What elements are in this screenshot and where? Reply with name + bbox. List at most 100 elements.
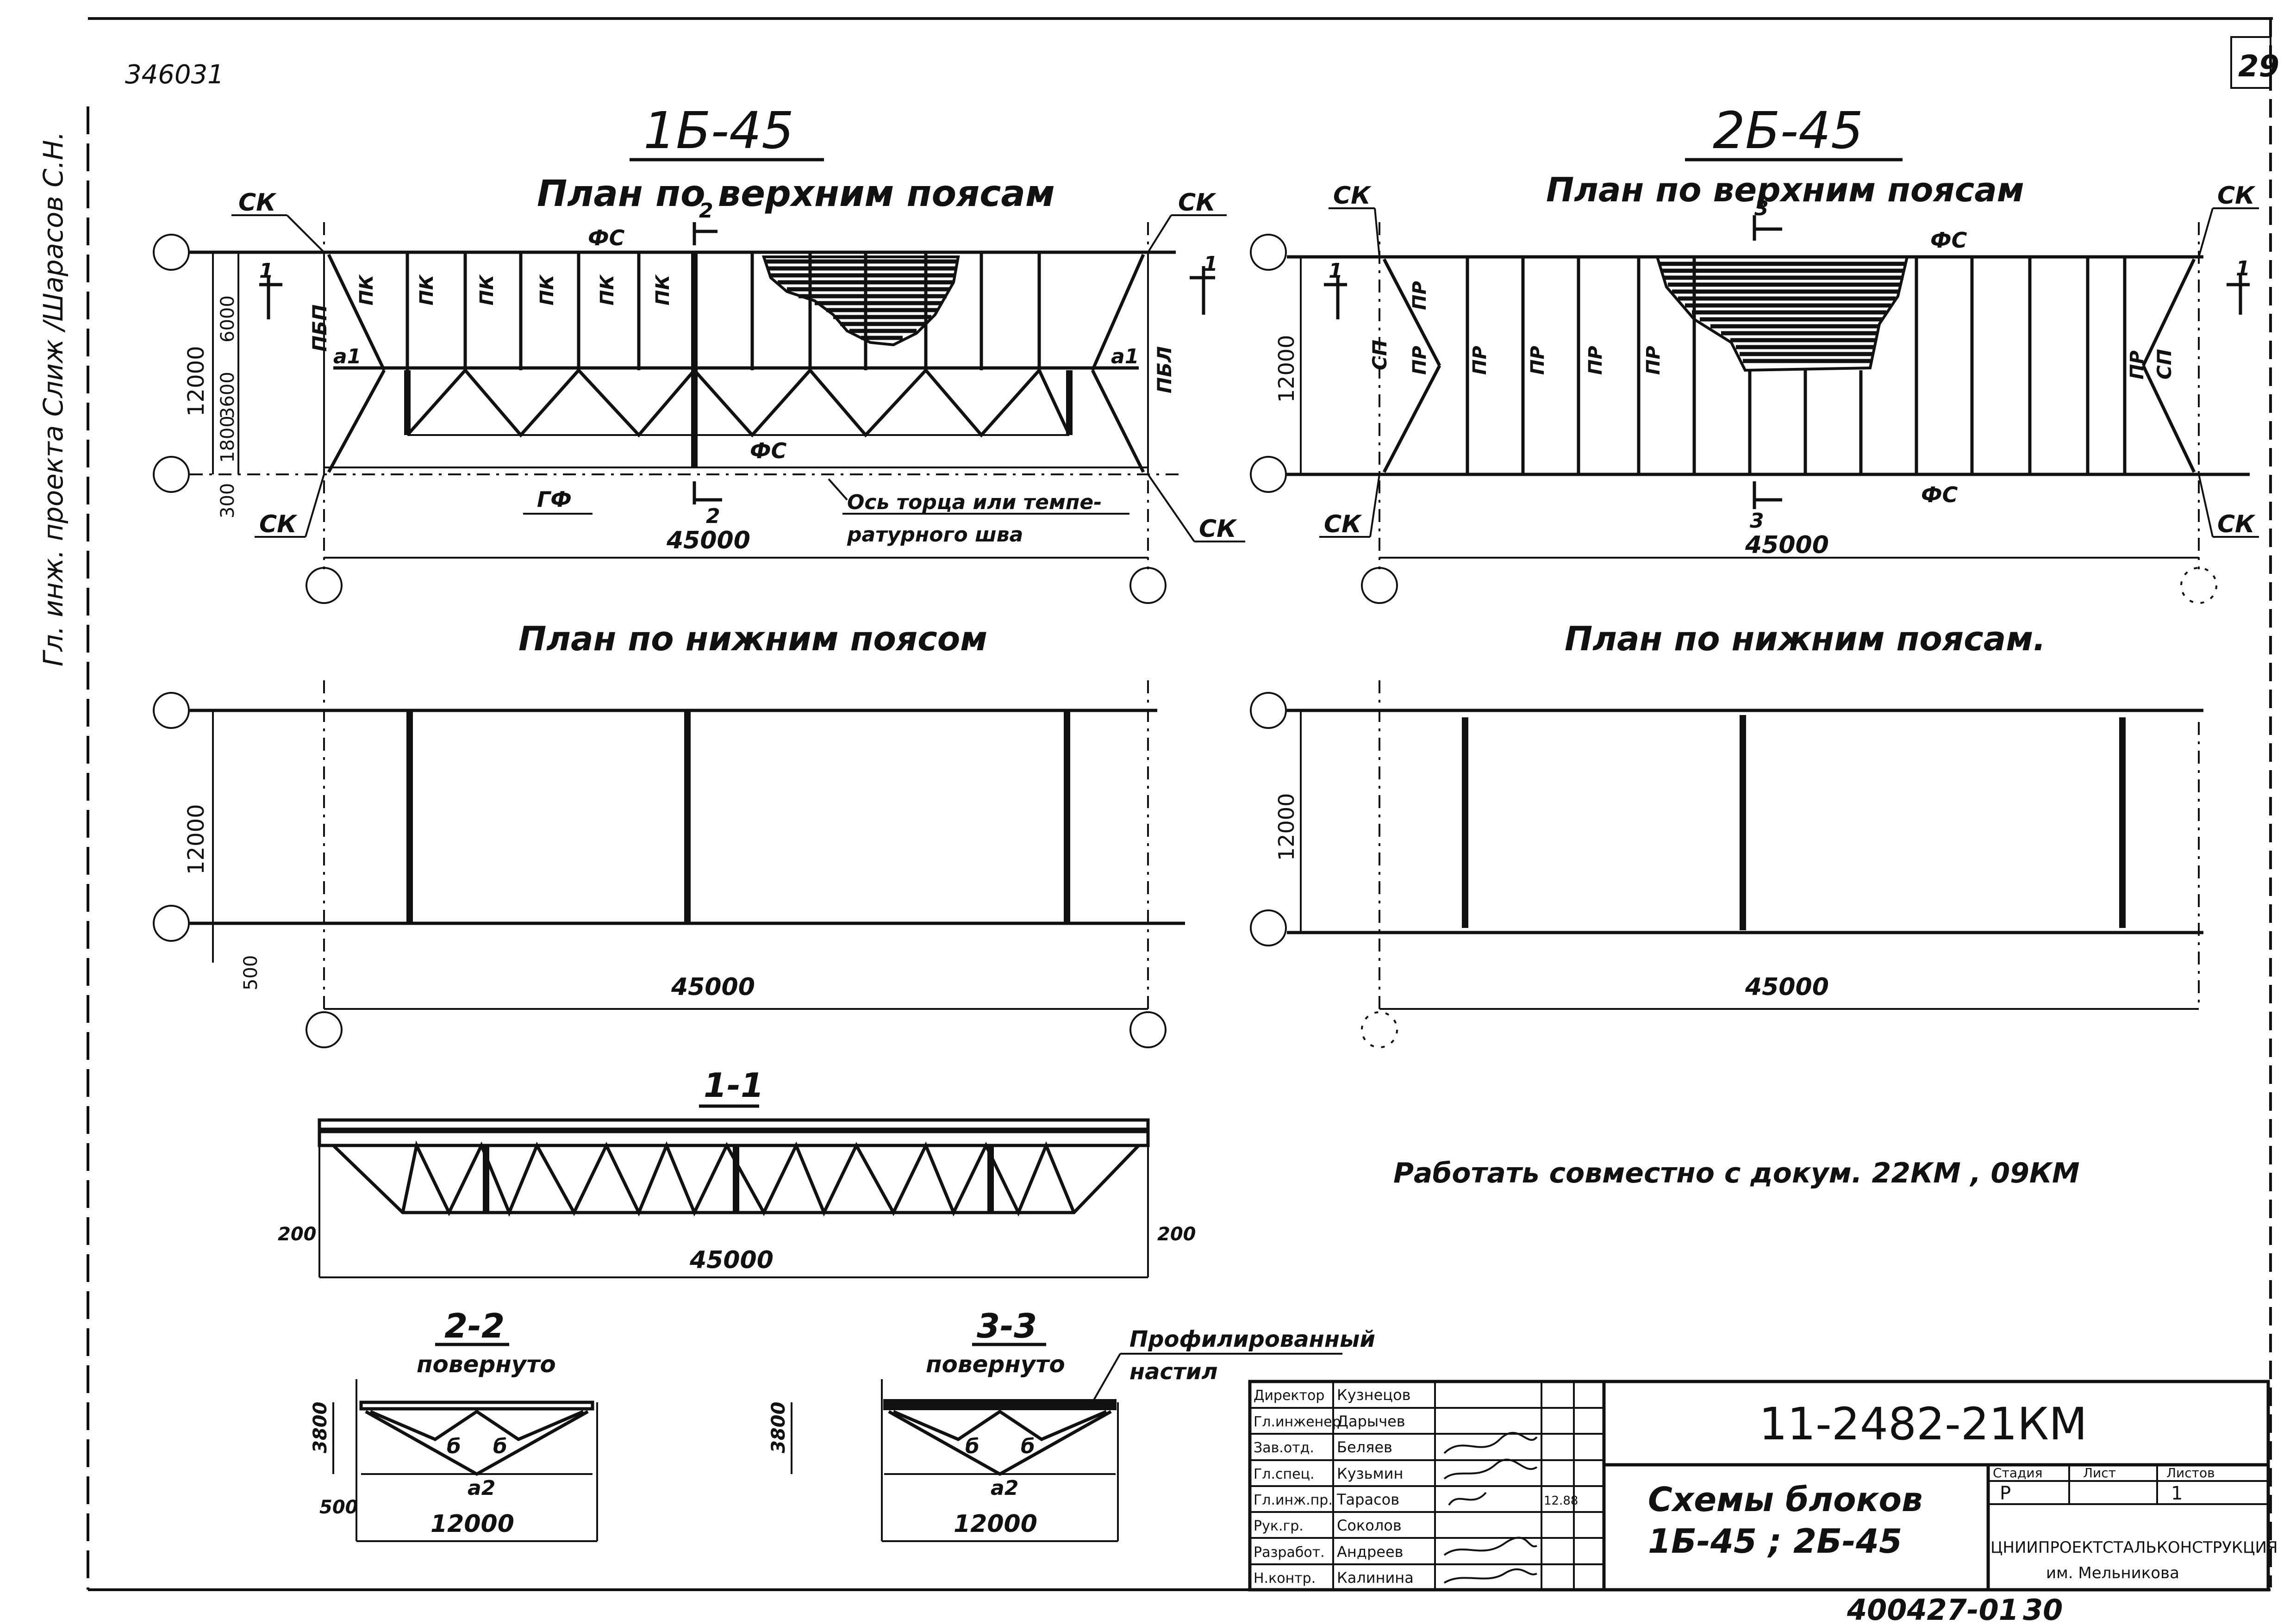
tb-role: Разработ. [1254,1544,1325,1561]
margin-note: Гл. инж. проекта Слиж /Шарасов С.Н. [37,131,69,666]
drawing-title-line1: Схемы блоков [1648,1480,1923,1519]
block2-top-plan-title: План по верхним поясам [1546,170,2024,209]
tb-role: Зав.отд. [1254,1440,1314,1456]
dim-3800: 3800 [768,1402,789,1453]
section-2-2: 2-2 повернуто б б а2 3800 500 12000 [310,1307,598,1542]
label-sk: СК [1333,182,1372,210]
archive-number: 346031 [125,60,224,90]
block2-title: 2Б-45 [1713,101,1863,160]
dim-width: 12000 [1274,793,1299,861]
block1-top-plan: 1Б-45 План по верхним поясам [153,101,1245,604]
section-mark-1: 1 [259,259,274,283]
label-fs: ФС [1930,228,1967,253]
section-mark-3: 3 [1754,197,1769,220]
label-sk: СК [238,189,277,217]
label-sp: СП [2153,349,2176,380]
deck-note-line2: настил [1129,1359,1218,1385]
section-1-1: 1-1 45000 200 200 [278,1066,1196,1278]
tb-name: Андреев [1337,1543,1403,1561]
tb-date: 12.88 [1544,1494,1578,1508]
tb-name: Кузьмин [1337,1465,1403,1482]
deck-hatch [761,255,960,347]
grid-bubble [1361,567,1398,604]
tb-stage-header: Стадия [1993,1465,2042,1481]
section-mark-1: 1 [1329,259,1343,283]
label-pr: ПР [1409,346,1430,375]
label-pr: ПР [1527,346,1548,375]
bottom-page: 30 [2023,1593,2063,1624]
label-b: б [1021,1435,1035,1458]
dim-200: 200 [278,1224,317,1245]
grid-bubble [306,567,343,604]
tb-role: Рук.гр. [1254,1518,1304,1534]
grid-bubble [153,692,190,729]
tb-name: Тарасов [1336,1491,1399,1508]
tb-role: Гл.инж.пр. [1254,1492,1333,1508]
tb-sheets-header: Листов [2166,1465,2215,1481]
label-pr: ПР [1409,281,1430,310]
general-note: Работать совместно с докум. 22КМ , 09КМ [1393,1157,2080,1189]
label-fs: ФС [1921,482,1958,507]
section-mark-3: 3 [1750,509,1764,533]
dim-1800: 1800 [217,416,238,463]
section-3-3: 3-3 повернуто б б а2 3800 12000 [768,1307,1119,1542]
section-mark-2: 2 [699,199,713,223]
tb-org-line2: им. Мельникова [2046,1564,2179,1582]
section-2-2-title: 2-2 [444,1307,505,1345]
tb-role: Гл.спец. [1254,1466,1315,1482]
label-sk: СК [2217,510,2256,538]
block1-title: 1Б-45 [643,101,794,160]
dim-span: 45000 [1745,973,1829,1001]
axis-note-line2: ратурного шва [847,523,1023,547]
label-pr: ПР [1643,346,1664,375]
axis-note-line1: Ось торца или темпе- [847,491,1102,514]
label-a2: а2 [468,1476,495,1500]
grid-bubble [1250,692,1287,729]
label-a1: а1 [333,345,361,368]
label-sp: СП [1368,340,1391,370]
label-fs: ФС [750,438,787,463]
label-pk: ПК [416,274,437,305]
signature [1443,1537,1537,1556]
label-fs: ФС [588,225,625,250]
label-pr: ПР [2127,350,2148,380]
signature [1443,1432,1538,1454]
label-b: б [965,1435,980,1458]
label-pk: ПК [476,274,498,305]
sheet-number: 29 [2238,50,2279,84]
dim-6000: 6000 [217,295,238,342]
grid-bubble [153,456,190,493]
label-sk: СК [1324,510,1362,538]
label-sk: СК [1178,189,1217,217]
section-2-2-subtitle: повернуто [417,1351,556,1378]
section-mark-1: 1 [2236,257,2250,280]
signature [1443,1568,1537,1584]
dim-200: 200 [1157,1224,1196,1245]
block1-top-plan-title: План по верхним поясам [537,173,1055,215]
dim-width: 12000 [1274,335,1299,403]
grid-bubble [153,234,190,271]
deck-note-line1: Профилированный [1129,1326,1375,1352]
tb-stage: Р [2000,1483,2011,1504]
label-b: б [493,1435,507,1458]
deck-callout: Профилированный настил [1092,1326,1375,1403]
label-pbl: ПБЛ [1153,346,1176,393]
grid-bubble [1250,909,1287,946]
dim-span: 45000 [689,1246,774,1274]
tb-role: Директор [1254,1388,1324,1404]
section-3-3-title: 3-3 [977,1307,1037,1345]
label-pk: ПК [537,274,558,305]
label-sk: СК [259,510,298,538]
label-gf: ГФ [537,487,572,512]
tb-org-line1: ЦНИИПРОЕКТСТАЛЬКОНСТРУКЦИЯ [1990,1538,2278,1557]
section-mark-1: 1 [1204,252,1218,276]
tb-name: Дарычев [1337,1412,1405,1430]
signature [1448,1492,1487,1506]
dim-3800: 3800 [310,1402,331,1453]
tb-name: Беляев [1337,1438,1392,1456]
dim-span: 45000 [671,973,755,1001]
block1-bottom-plan-title: План по нижним поясом [518,619,987,658]
dim-width: 12000 [183,346,209,417]
bottom-number: 400427-01 [1847,1593,2019,1624]
label-pk: ПК [356,274,377,305]
